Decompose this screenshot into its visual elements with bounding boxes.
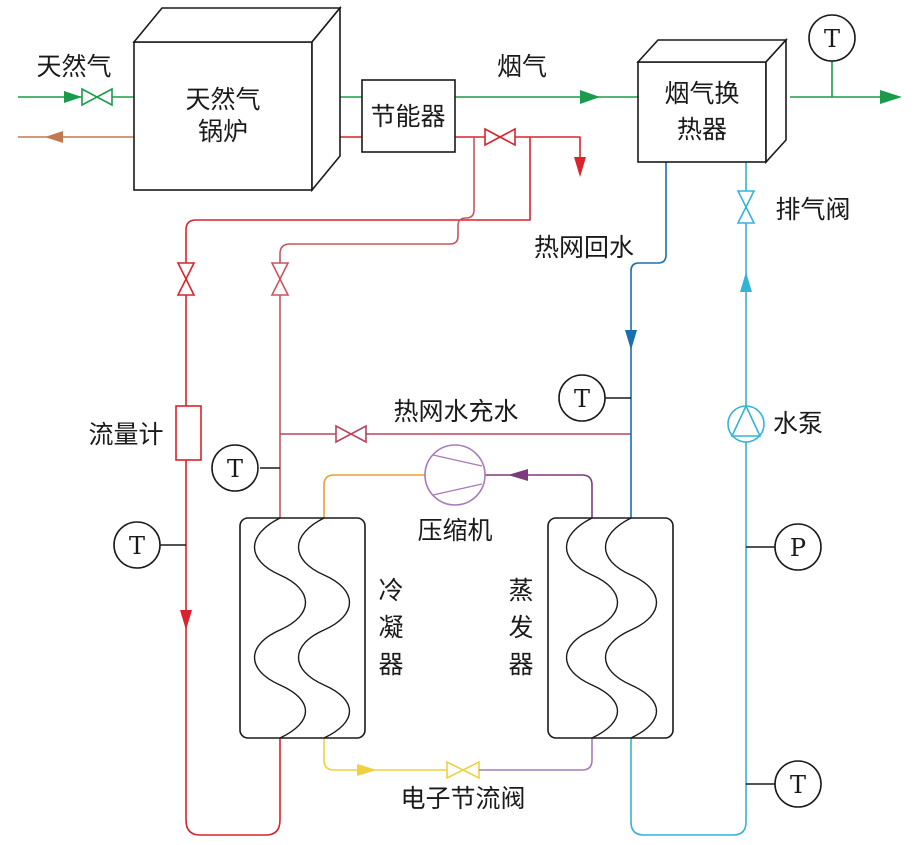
flue-gas-heat-exchanger (636, 37, 788, 165)
flue-water-pipe (630, 162, 667, 518)
evaporator-label-2: 发 (508, 613, 533, 642)
temp-sensor-exhaust-label: T (824, 25, 840, 53)
flue-hx-label-line2: 热器 (677, 115, 727, 144)
temp-sensor-pump: T (774, 760, 822, 808)
water-pump (727, 404, 765, 443)
natural-gas-label: 天然气 (36, 52, 111, 81)
brown-flow-arrow (45, 131, 63, 143)
economizer-label: 节能器 (370, 102, 445, 131)
two-phase-pipe (479, 738, 593, 771)
economizer-valve (484, 127, 516, 147)
temp-sensor-evaporator-inlet: T (558, 374, 606, 422)
boiler-label-line1: 天然气 (185, 85, 260, 114)
suction-pipe (485, 474, 593, 518)
condenser-label-3: 器 (378, 650, 403, 679)
condenser-return-pipe (279, 137, 475, 518)
boiler (132, 5, 342, 193)
temp-sensor-pump-label: T (790, 771, 806, 799)
flow-meter-label: 流量计 (88, 420, 163, 449)
exhaust-arrow (880, 90, 902, 104)
boiler-label-line2: 锅炉 (198, 117, 248, 146)
water-pump-label: 水泵 (773, 409, 823, 438)
vent-valve-label: 排气阀 (775, 195, 850, 224)
liquid-pipe (323, 738, 447, 771)
economizer (361, 79, 456, 153)
liquid-arrow (357, 764, 377, 776)
flue-hx-label-line1: 烟气换 (664, 79, 739, 108)
temp-sensor-evaporator-label: T (574, 385, 590, 413)
temp-sensor-exhaust: T (808, 14, 856, 62)
suction-arrow (508, 469, 528, 481)
evaporator-label-3: 器 (508, 650, 533, 679)
compressor-label: 压缩机 (417, 516, 492, 545)
vent-valve (736, 190, 756, 224)
pressure-sensor-label: P (790, 534, 806, 562)
condenser (239, 517, 366, 739)
condenser-label-2: 凝 (378, 613, 403, 642)
evaporator-label-1: 蒸 (508, 576, 533, 605)
compressor (424, 444, 486, 506)
natural-gas-valve (81, 87, 113, 107)
flue-gas-arrow (580, 90, 600, 104)
supply-valve (176, 262, 196, 296)
circulation-arrow (740, 272, 752, 292)
hot-water-supply-pipe (185, 137, 531, 836)
flue-water-arrow (625, 330, 637, 350)
discharge-pipe (323, 474, 425, 518)
return-water-label: 热网回水 (534, 233, 634, 262)
temp-sensor-condenser: T (211, 444, 259, 492)
expansion-valve-label: 电子节流阀 (400, 784, 525, 813)
circulation-pipe (630, 162, 747, 836)
return-water-arrow (574, 157, 586, 177)
temp-sensor-supply-label: T (129, 532, 145, 560)
gas-flow-arrow (64, 91, 82, 103)
temp-sensor-supply: T (113, 521, 161, 569)
flue-gas-label: 烟气 (497, 52, 547, 81)
temp-sensor-condenser-label: T (227, 455, 243, 483)
condenser-return-valve (270, 262, 290, 296)
flow-meter (175, 405, 202, 461)
makeup-water-valve (335, 424, 367, 444)
makeup-water-label: 热网水充水 (393, 397, 518, 426)
supply-flow-arrow (180, 610, 192, 630)
electronic-expansion-valve (446, 760, 480, 780)
condenser-label-1: 冷 (378, 576, 403, 605)
pressure-sensor: P (774, 523, 822, 571)
evaporator (547, 517, 674, 739)
